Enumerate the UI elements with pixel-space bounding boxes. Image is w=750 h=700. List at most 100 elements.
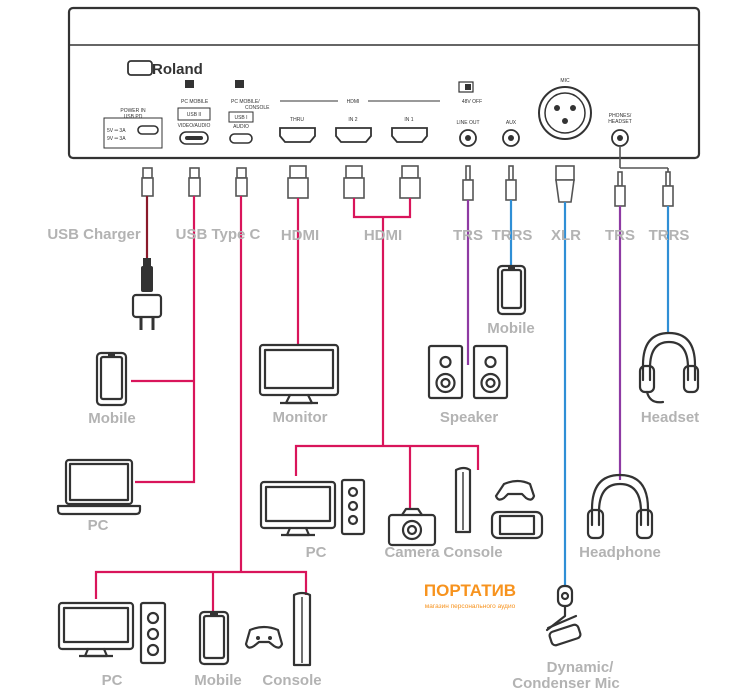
label-usb-type-c: USB Type C	[176, 226, 261, 243]
label-monitor: Monitor	[273, 409, 328, 426]
pc-bottom-icon	[57, 601, 167, 665]
usb1-switch-label-b: CONSOLE	[245, 105, 270, 111]
cable-usb1-bus	[94, 570, 308, 599]
power-spec-2: 9V ═ 3A	[107, 136, 126, 142]
hdmi-in2-label: IN 2	[348, 117, 357, 123]
trrs-plug-headset	[662, 171, 674, 207]
watermark-tagline: магазин персонального аудио	[425, 603, 516, 610]
line-out-section: LINE OUT	[456, 120, 480, 147]
label-trrs-aux: TRRS	[492, 227, 533, 244]
power-usbc-port	[137, 125, 159, 135]
line-out-label: LINE OUT	[456, 120, 479, 126]
label-console-hdmi: Console	[443, 544, 502, 561]
label-camera: Camera	[384, 544, 440, 561]
power-in-label: POWER IN	[120, 108, 146, 114]
hdmi-plug-thru	[287, 165, 309, 199]
trs-plug-line-out	[462, 165, 474, 201]
mobile-icon-aux	[496, 264, 527, 316]
aux-jack	[502, 129, 520, 147]
usb-charger-icon	[131, 258, 163, 330]
hdmi-in1-port	[391, 127, 428, 143]
label-headphone: Headphone	[579, 544, 661, 561]
phones-label-1: PHONES/	[609, 113, 632, 119]
power-in-sub: USB PD	[124, 114, 143, 120]
phones-label-2: HEADSET	[608, 119, 632, 125]
mic-label: MIC	[560, 78, 570, 84]
usb2-port	[179, 131, 209, 145]
label-hdmi-in: HDMI	[364, 227, 402, 244]
usb2-label: USB II	[187, 112, 201, 118]
usb2-section: PC MOBILE USB II VIDEO/AUDIO	[177, 80, 211, 145]
cable-hdmi-in-bus	[294, 444, 480, 476]
power-in-section: POWER IN USB PD 5V ═ 3A 9V ═ 3A	[103, 108, 163, 149]
label-speaker: Speaker	[440, 409, 499, 426]
portativ-watermark: ПОРТАТИВ магазин персонального аудио	[424, 581, 516, 610]
watermark-name: ПОРТАТИВ	[424, 581, 516, 600]
label-pc-bottom: PC	[102, 672, 123, 689]
hdmi-in2-port	[335, 127, 372, 143]
label-mobile-top: Mobile	[88, 410, 136, 427]
usb1-port	[229, 133, 253, 144]
phantom-switch: 48V OFF	[458, 81, 482, 105]
roland-logo: Roland	[127, 60, 203, 78]
label-mic-2: Condenser Mic	[512, 675, 620, 692]
label-trrs-headset: TRRS	[649, 227, 690, 244]
label-xlr: XLR	[551, 227, 581, 244]
label-mobile-bottom: Mobile	[194, 672, 242, 689]
aux-label: AUX	[506, 120, 517, 126]
label-pc-top: PC	[88, 517, 109, 534]
mobile-bottom-icon	[198, 610, 230, 666]
hdmi-thru-port	[279, 127, 316, 143]
usb1-sub: AUDIO	[233, 124, 249, 130]
xlr-plug	[555, 165, 575, 203]
cable-labels: USB Charger USB Type C HDMI HDMI TRS TRR…	[47, 226, 689, 244]
console-hdmi-icon	[454, 466, 544, 540]
hdmi-plug-in1	[399, 165, 421, 199]
microphone-icon	[545, 584, 582, 647]
usb1-switch-label: PC MOBILE/	[231, 99, 260, 105]
aux-section: AUX	[502, 120, 520, 147]
roland-device-panel: Roland POWER IN USB PD 5V ═ 3A 9V ═ 3A P…	[67, 6, 701, 160]
monitor-icon	[258, 343, 340, 405]
cables	[94, 196, 670, 612]
brand-name: Roland	[152, 61, 203, 78]
mic-section: MIC	[538, 78, 592, 140]
usb2-sub: VIDEO/AUDIO	[178, 123, 211, 129]
power-spec-1: 5V ═ 3A	[107, 128, 126, 134]
label-trs-line: TRS	[453, 227, 483, 244]
hdmi-in1-label: IN 1	[404, 117, 413, 123]
usb1-label: USB I	[234, 115, 247, 121]
usbc-plug-usb2	[188, 167, 201, 197]
usb2-switch-label: PC MOBILE	[181, 99, 209, 105]
hdmi-section: HDMI THRU IN 2 IN 1	[279, 99, 440, 143]
usb1-section: PC MOBILE/ CONSOLE USB I AUDIO	[228, 80, 270, 144]
line-out-jack	[459, 129, 477, 147]
headset-icon	[638, 331, 700, 404]
label-mobile-aux: Mobile	[487, 320, 535, 337]
usbc-plug-charger	[141, 167, 154, 197]
usbc-plug-usb1	[235, 167, 248, 197]
hdmi-thru-label: THRU	[290, 117, 304, 123]
cable-usb2	[135, 196, 196, 484]
label-pc-hdmi: PC	[306, 544, 327, 561]
speaker-icon	[427, 344, 509, 400]
label-usb-charger: USB Charger	[47, 226, 141, 243]
laptop-icon	[56, 458, 142, 516]
mobile-icon-top	[95, 351, 128, 407]
phantom-label: 48V OFF	[462, 99, 482, 105]
label-trs-phones: TRS	[605, 227, 635, 244]
trrs-plug-aux	[505, 165, 517, 201]
label-headset: Headset	[641, 409, 699, 426]
trs-plug-phones	[614, 171, 626, 207]
xlr-jack	[538, 86, 592, 140]
camera-icon	[387, 507, 437, 547]
console-bottom-icon	[244, 591, 312, 667]
pc-hdmi-icon	[259, 478, 366, 537]
headphone-icon	[586, 473, 654, 540]
label-console-bottom: Console	[262, 672, 321, 689]
label-mic-1: Dynamic/	[547, 659, 615, 676]
hdmi-plug-in2	[343, 165, 365, 199]
phones-splitter-cable	[619, 146, 669, 172]
label-hdmi-thru: HDMI	[281, 227, 319, 244]
